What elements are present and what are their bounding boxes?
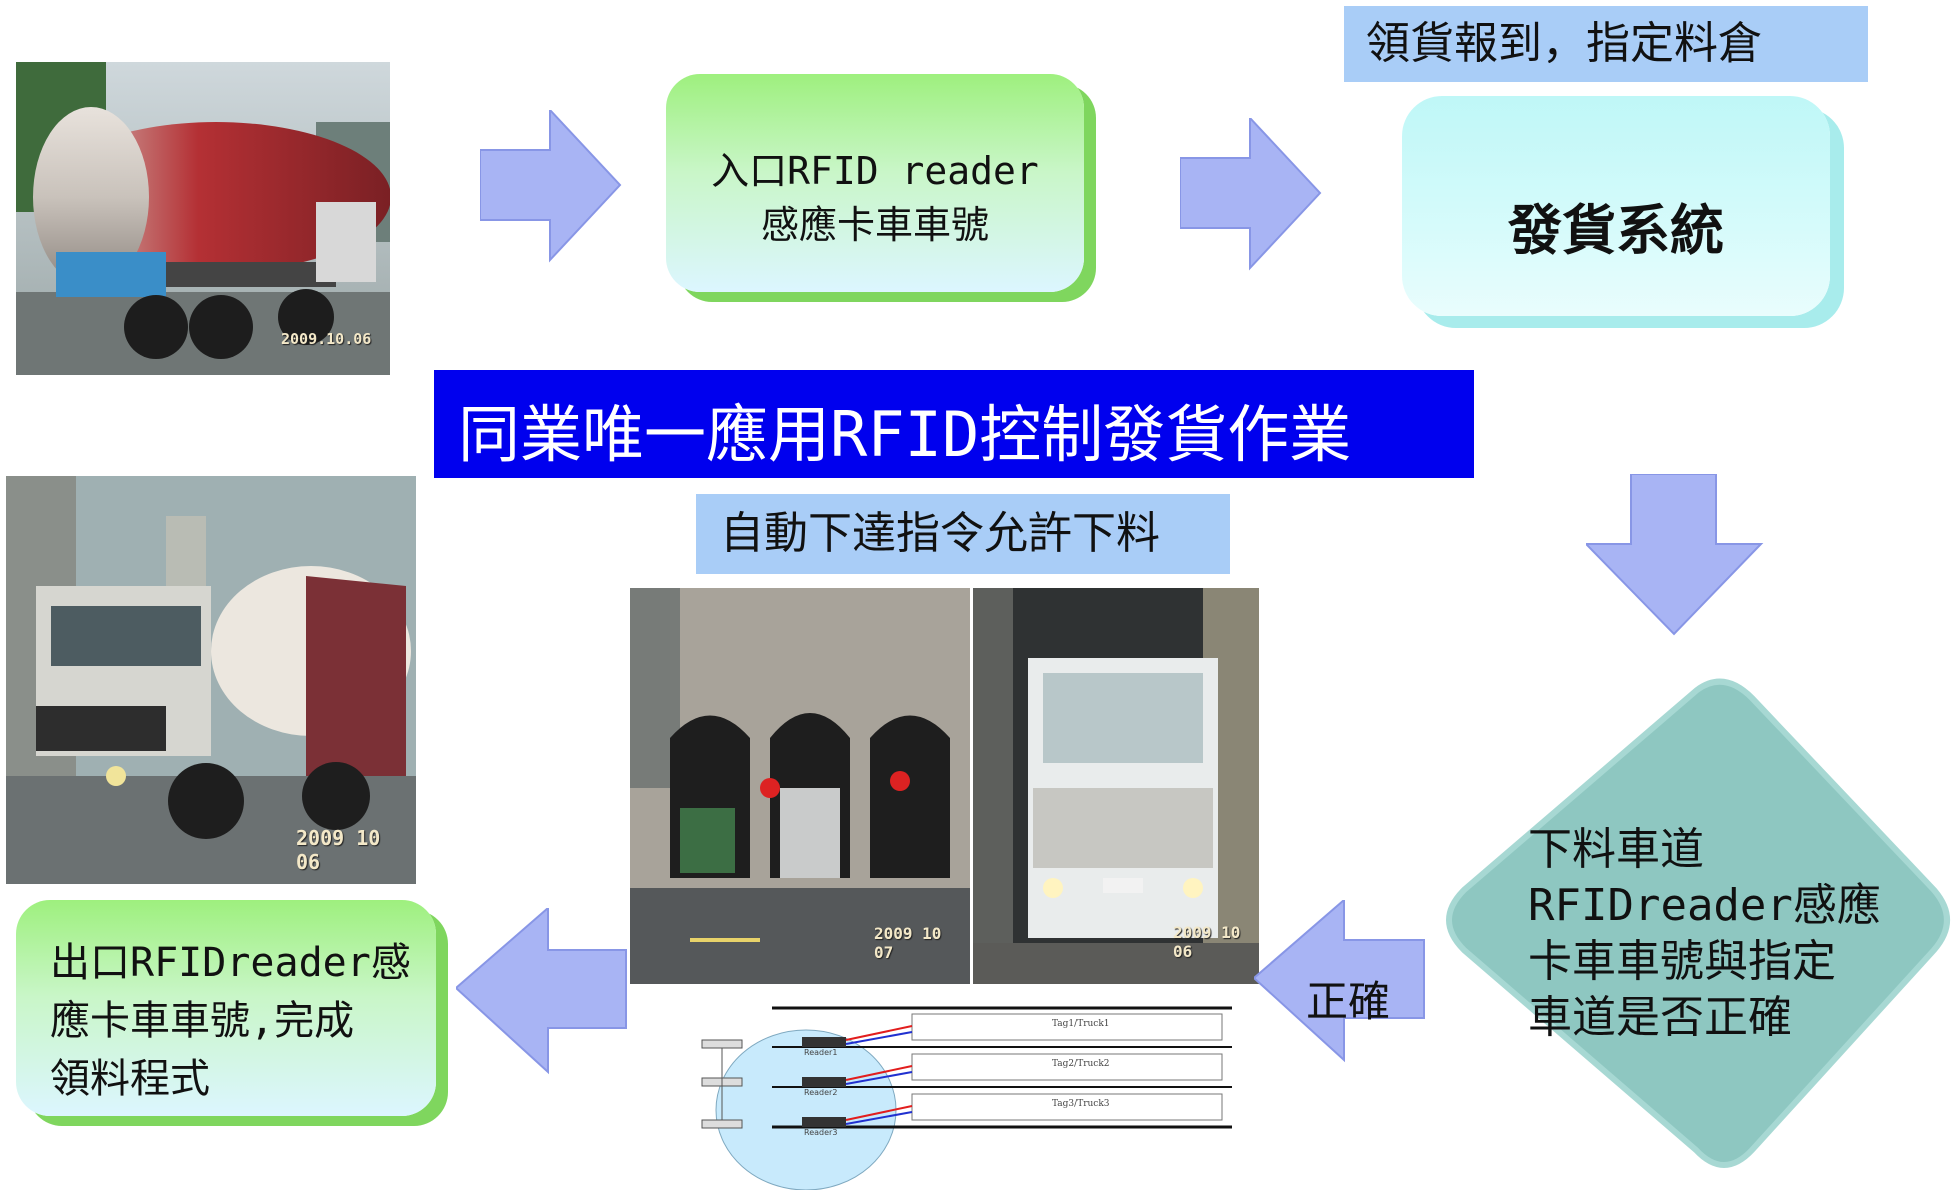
auto-command-band: 自動下達指令允許下料 [696,494,1230,574]
lane-check-diamond [1446,678,1950,1168]
exit-rfid-text: 出口RFIDreader感 應卡車車號,完成 領料程式 [50,940,411,1102]
truck-entry-photo: 2009.10.06 [16,62,390,375]
correct-label: 正確 [1306,977,1391,1026]
reader-label-1: Reader1 [804,1048,838,1057]
reader-label-3: Reader3 [804,1128,838,1137]
auto-command-text: 自動下達指令允許下料 [720,508,1160,559]
arrow-down-icon [1586,474,1764,636]
tag-label-3: Tag3/Truck3 [1052,1099,1110,1109]
exit-rfid-box: 出口RFIDreader感 應卡車車號,完成 領料程式 [16,900,436,1116]
truck-exit-photo: 2009 10 06 [6,476,416,884]
arrow-left-icon [456,908,627,1075]
shipping-system-box: 發貨系統 [1402,96,1830,316]
photo-date-stamp: 2009 10 06 [296,826,381,874]
tag-label-2: Tag2/Truck2 [1052,1059,1110,1069]
arrow-right-icon [1180,118,1322,271]
entry-rfid-text: 入口RFID reader 感應卡車車號 [711,149,1039,247]
photo-date-stamp: 2009 10 06 [1173,923,1241,961]
tag-label-1: Tag1/Truck1 [1052,1019,1110,1029]
arrow-right-icon [480,110,622,263]
entry-rfid-box: 入口RFID reader 感應卡車車號 [666,74,1084,292]
photo-date-stamp: 2009.10.06 [281,330,372,348]
photo-date-stamp: 2009 10 07 [874,924,942,962]
headline-text: 同業唯一應用RFID控制發貨作業 [458,398,1352,471]
checkin-text: 領貨報到，指定料倉 [1366,18,1762,69]
reader-label-2: Reader2 [804,1088,838,1097]
arrow-left-icon [1254,900,1425,1063]
checkin-band: 領貨報到，指定料倉 [1344,6,1868,82]
silo-photo: 2009 10 07 [630,588,970,984]
rfid-lane-diagram: Tag1/Truck1 Tag2/Truck2 Tag3/Truck3 Read… [676,990,1236,1190]
lane-check-text: 下料車道 RFIDreader感應 卡車車號與指定 車道是否正確 [1528,824,1881,1043]
truck-front-photo: 2009 10 06 [973,588,1259,984]
shipping-system-text: 發貨系統 [1508,199,1724,262]
headline-banner: 同業唯一應用RFID控制發貨作業 [434,370,1474,478]
